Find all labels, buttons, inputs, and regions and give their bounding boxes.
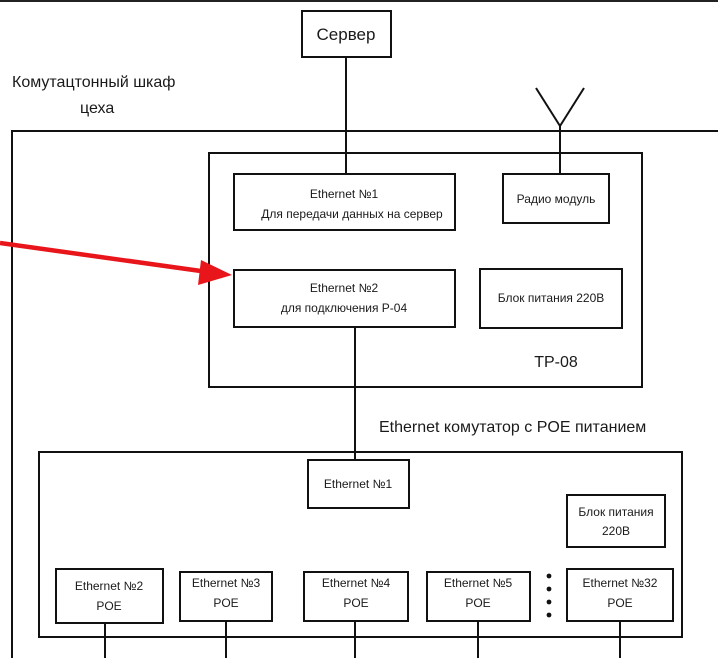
switch-power-line1: Блок питания [578,505,653,519]
cabinet-outline [11,130,718,658]
port-box-1 [55,568,164,624]
port-box-4 [426,571,531,622]
port-line1-4: Ethernet №5 [444,576,513,590]
switch-power-line2: 220В [602,524,630,538]
switch-ethernet1-box [307,459,410,509]
port-line2-2: POE [213,596,238,610]
tp08-ethernet1-box [233,173,456,231]
tp08-power-box [479,268,623,329]
port-line1-5: Ethernet №32 [583,576,658,590]
tp08-ethernet2-box [233,269,456,328]
switch-power-box [566,494,666,548]
cabinet-label-line2: цеха [80,100,114,117]
switch-ethernet1-label: Ethernet №1 [324,477,393,491]
server-label: Сервер [317,25,376,44]
server-box [301,10,392,58]
port-line2-4: POE [465,596,490,610]
cabinet-label-line1: Комутацтонный шкаф [12,74,175,91]
annotation-arrow-icon [0,240,232,285]
port-line2-5: POE [607,596,632,610]
port-line2-3: POE [343,596,368,610]
port-box-3 [303,571,409,622]
port-line1-1: Ethernet №2 [75,579,144,593]
tp08-ethernet1-line2: Для передачи данных на сервер [261,207,443,221]
port-line2-1: POE [96,599,121,613]
tp08-ethernet2-line1: Ethernet №2 [310,281,379,295]
radio-module-label: Радио модуль [517,192,596,206]
antenna-icon [535,87,585,178]
port-box-2 [179,571,273,622]
switch-box [38,451,683,638]
radio-module-box [502,173,610,224]
more-ports-ellipsis [546,573,552,618]
tp08-name: ТР-08 [534,354,578,371]
port-line1-2: Ethernet №3 [192,576,261,590]
tp08-power-label: Блок питания 220В [498,291,605,305]
tp08-ethernet1-line1: Ethernet №1 [310,187,379,201]
tp08-ethernet2-line2: для подключения Р-04 [281,301,408,315]
switch-title: Ethernet комутатор с POE питанием [379,419,646,436]
top-edge [0,0,718,2]
port-line1-3: Ethernet №4 [322,576,391,590]
